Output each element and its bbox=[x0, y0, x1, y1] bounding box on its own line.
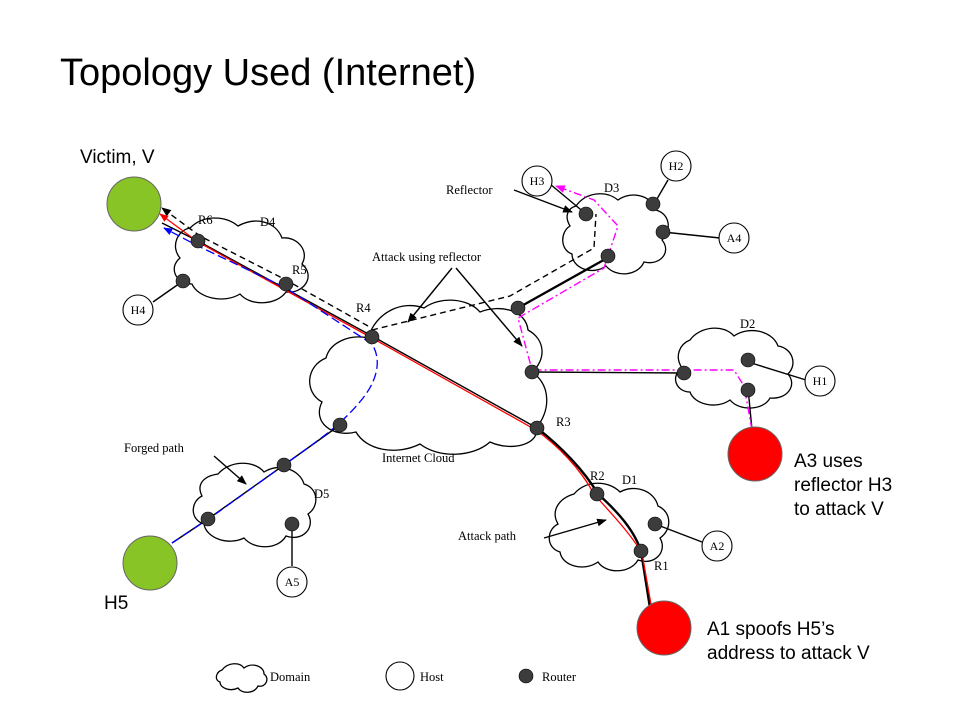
legend-host-icon bbox=[385, 661, 415, 691]
router-d5-a bbox=[276, 457, 292, 473]
svg-text:H3: H3 bbox=[530, 174, 545, 188]
legend-router-label: Router bbox=[542, 670, 577, 684]
reflector-attack-dashed-2 bbox=[161, 207, 369, 327]
label-internet-cloud: Internet Cloud bbox=[382, 451, 455, 465]
svg-text:A2: A2 bbox=[710, 539, 725, 553]
router-d3-a bbox=[578, 206, 594, 222]
svg-text:H1: H1 bbox=[813, 374, 828, 388]
router-r1 bbox=[633, 543, 649, 559]
a3-attacker-node bbox=[727, 426, 783, 482]
link-cloud-d2 bbox=[531, 371, 685, 374]
link-d1-a2 bbox=[654, 523, 703, 543]
router-r3 bbox=[529, 420, 545, 436]
a3-description: A3 uses reflector H3 to attack V bbox=[794, 450, 892, 522]
label-r6: R6 bbox=[198, 213, 213, 227]
host-h1: H1 bbox=[804, 365, 836, 397]
host-a5: A5 bbox=[276, 566, 308, 598]
router-d2-a bbox=[676, 365, 692, 381]
label-d3: D3 bbox=[604, 181, 619, 195]
label-r2: R2 bbox=[590, 469, 605, 483]
slide-title: Topology Used (Internet) bbox=[60, 52, 477, 94]
a3-description-line: reflector H3 bbox=[794, 475, 893, 496]
router-d1-a2 bbox=[647, 516, 663, 532]
label-d2: D2 bbox=[740, 317, 755, 331]
router-r6 bbox=[190, 233, 206, 249]
annotation-forged-path: Forged path bbox=[124, 441, 185, 455]
router-r4 bbox=[364, 329, 380, 345]
router-d3-c bbox=[655, 224, 671, 240]
attack-reflector-pointer-1 bbox=[407, 267, 453, 323]
host-a2: A2 bbox=[701, 530, 733, 562]
router-r5 bbox=[278, 276, 294, 292]
router-d5-b bbox=[200, 511, 216, 527]
label-r3: R3 bbox=[556, 415, 571, 429]
attack-path-pointer bbox=[543, 518, 607, 539]
svg-text:H2: H2 bbox=[669, 159, 684, 173]
router-cloud-d2 bbox=[524, 364, 540, 380]
label-r4: R4 bbox=[356, 301, 371, 315]
reflector-path-magenta bbox=[517, 185, 753, 431]
legend-domain-icon bbox=[215, 663, 268, 693]
victim-label: Victim, V bbox=[80, 147, 155, 168]
forged-path-pointer bbox=[213, 455, 247, 485]
annotation-attack-path: Attack path bbox=[458, 529, 517, 543]
router-d2-c bbox=[740, 382, 756, 398]
domain-d5-cloud bbox=[192, 462, 317, 548]
forged-path-blue bbox=[163, 227, 378, 544]
attack-reflector-pointer-2 bbox=[455, 267, 523, 347]
h5-label: H5 bbox=[104, 593, 129, 614]
label-d4: D4 bbox=[260, 215, 276, 229]
link-r4-r3 bbox=[371, 335, 538, 429]
router-cloud-d3 bbox=[510, 300, 526, 316]
host-h2: H2 bbox=[660, 150, 692, 182]
link-d3-a4 bbox=[662, 231, 721, 239]
annotation-attack-using-reflector: Attack using reflector bbox=[372, 250, 482, 264]
label-r5: R5 bbox=[292, 263, 307, 277]
router-d3-b bbox=[645, 196, 661, 212]
reflector-pointer-arrow bbox=[513, 189, 573, 213]
victim-node bbox=[106, 176, 162, 232]
host-h3: H3 bbox=[521, 165, 553, 197]
svg-text:A5: A5 bbox=[285, 575, 300, 589]
svg-text:H4: H4 bbox=[131, 303, 146, 317]
domain-d2-cloud bbox=[674, 327, 794, 409]
router-d2-b bbox=[740, 352, 756, 368]
a1-description-line: address to attack V bbox=[707, 643, 870, 664]
a1-description-line: A1 spoofs H5’s bbox=[707, 619, 835, 640]
h5-node bbox=[122, 535, 178, 591]
annotation-reflector: Reflector bbox=[446, 183, 493, 197]
router-d3-d bbox=[600, 248, 616, 264]
legend-router-icon bbox=[518, 668, 534, 684]
router-r2 bbox=[589, 486, 605, 502]
router-cloud-d5 bbox=[332, 417, 348, 433]
legend: Domain Host Router bbox=[215, 661, 577, 693]
a1-description: A1 spoofs H5’s address to attack V bbox=[707, 618, 870, 666]
legend-domain-label: Domain bbox=[270, 670, 311, 684]
link-d2-h1 bbox=[747, 361, 807, 381]
label-r1: R1 bbox=[654, 559, 669, 573]
label-d5: D5 bbox=[314, 487, 329, 501]
a3-description-line: to attack V bbox=[794, 499, 884, 520]
reflector-attack-dashed-1 bbox=[371, 213, 597, 331]
legend-host-label: Host bbox=[420, 670, 444, 684]
link-r1-a1 bbox=[639, 550, 652, 609]
link-r3-r2 bbox=[536, 427, 600, 495]
a3-description-line: A3 uses bbox=[794, 451, 863, 472]
link-cloud-d3 bbox=[517, 255, 610, 310]
svg-text:A4: A4 bbox=[727, 231, 742, 245]
router-d4-h4 bbox=[175, 273, 191, 289]
host-h4: H4 bbox=[122, 294, 154, 326]
label-d1: D1 bbox=[622, 473, 637, 487]
routers bbox=[175, 196, 756, 559]
host-a4: A4 bbox=[718, 222, 750, 254]
a1-attacker-node bbox=[636, 600, 692, 656]
router-d5-a5 bbox=[284, 516, 300, 532]
